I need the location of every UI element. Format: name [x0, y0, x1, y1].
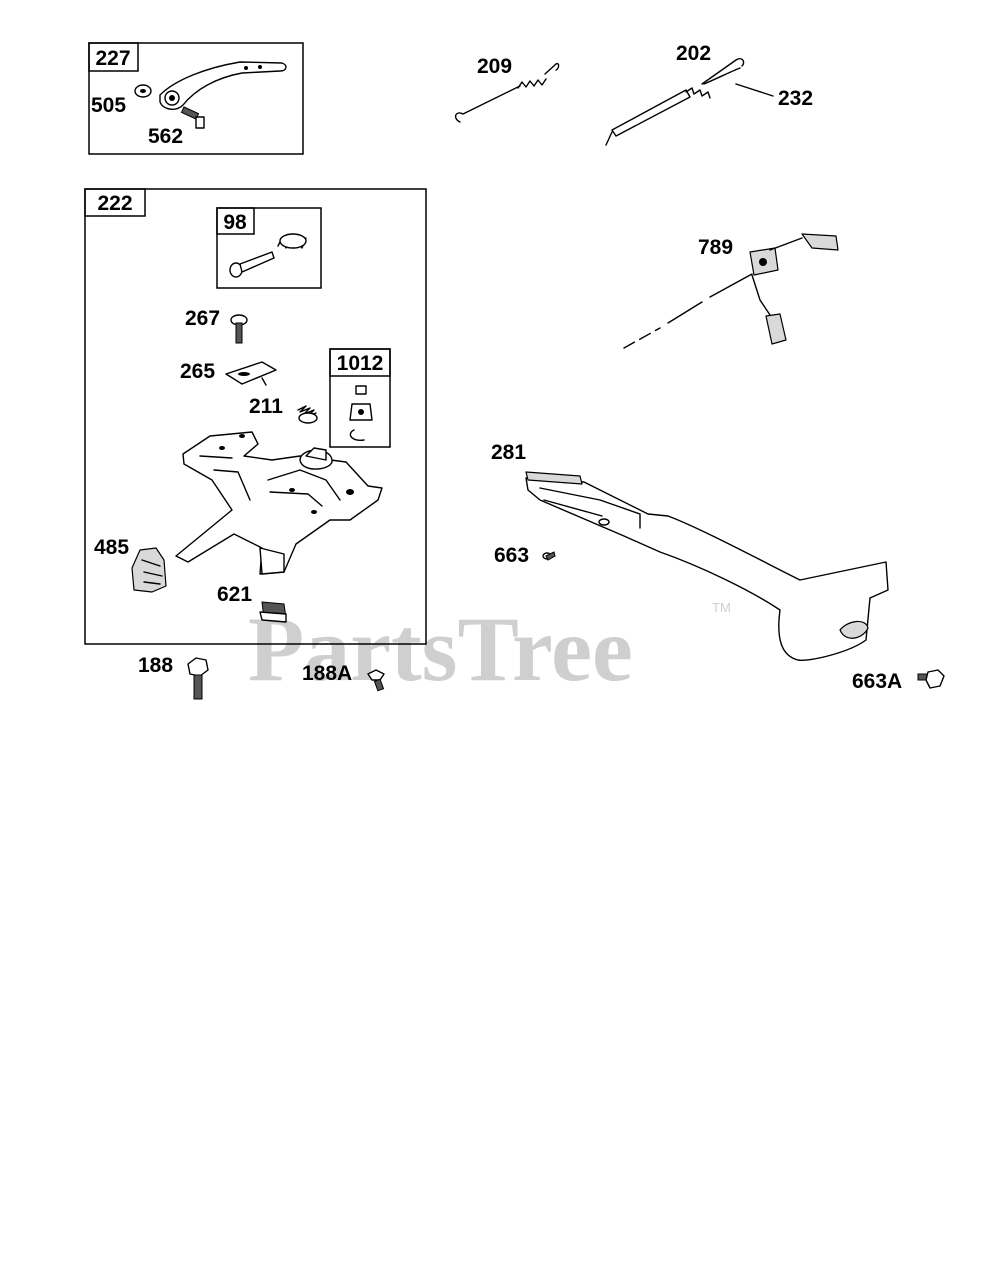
box-98: 98: [216, 207, 322, 289]
part-1012-swivel[interactable]: [349, 385, 373, 442]
part-202-governor-link[interactable]: [605, 57, 745, 146]
part-789-stop-switch-wire[interactable]: [623, 233, 839, 349]
label-789: 789: [698, 236, 733, 259]
label-211: 211: [249, 395, 283, 418]
box-222: 222: [84, 188, 427, 645]
box-label-227: 227: [95, 47, 130, 70]
part-281-guard[interactable]: [525, 471, 889, 661]
part-663-screw[interactable]: [542, 551, 556, 561]
label-621: 621: [217, 583, 252, 606]
label-281: 281: [491, 441, 526, 464]
part-505-nut[interactable]: [134, 84, 152, 98]
part-485-cover[interactable]: [131, 547, 167, 593]
part-222-control-bracket[interactable]: [175, 431, 383, 575]
label-188: 188: [138, 654, 173, 677]
box-label-1012: 1012: [337, 352, 384, 375]
watermark-text: PartsTree: [248, 598, 633, 700]
part-227-lever[interactable]: [159, 61, 287, 110]
box-227: 227: [88, 42, 304, 155]
label-202: 202: [676, 42, 711, 65]
part-209-spring-link[interactable]: [454, 62, 560, 123]
box-1012: 1012: [329, 348, 391, 448]
label-663: 663: [494, 544, 529, 567]
label-267: 267: [185, 307, 220, 330]
label-562: 562: [148, 125, 183, 148]
part-621-clamp[interactable]: [259, 601, 287, 623]
part-188-bolt[interactable]: [187, 657, 209, 700]
label-188A: 188A: [302, 662, 352, 685]
label-209: 209: [477, 55, 512, 78]
part-562-pin[interactable]: [180, 106, 205, 129]
watermark-trademark: TM: [712, 600, 731, 615]
label-505: 505: [91, 94, 126, 117]
box-label-98: 98: [223, 211, 247, 234]
part-663A-bolt[interactable]: [917, 669, 945, 689]
label-232: 232: [778, 87, 813, 110]
part-211-spring[interactable]: [297, 405, 318, 424]
box-label-222: 222: [97, 192, 132, 215]
part-98-screw-spring[interactable]: [229, 233, 307, 278]
part-267-screw[interactable]: [230, 314, 248, 344]
part-188A-screw[interactable]: [367, 669, 385, 692]
label-265: 265: [180, 360, 215, 383]
label-663A: 663A: [852, 670, 902, 693]
part-265-clip[interactable]: [225, 361, 277, 386]
label-485: 485: [94, 536, 129, 559]
part-232-spring[interactable]: [703, 67, 774, 97]
